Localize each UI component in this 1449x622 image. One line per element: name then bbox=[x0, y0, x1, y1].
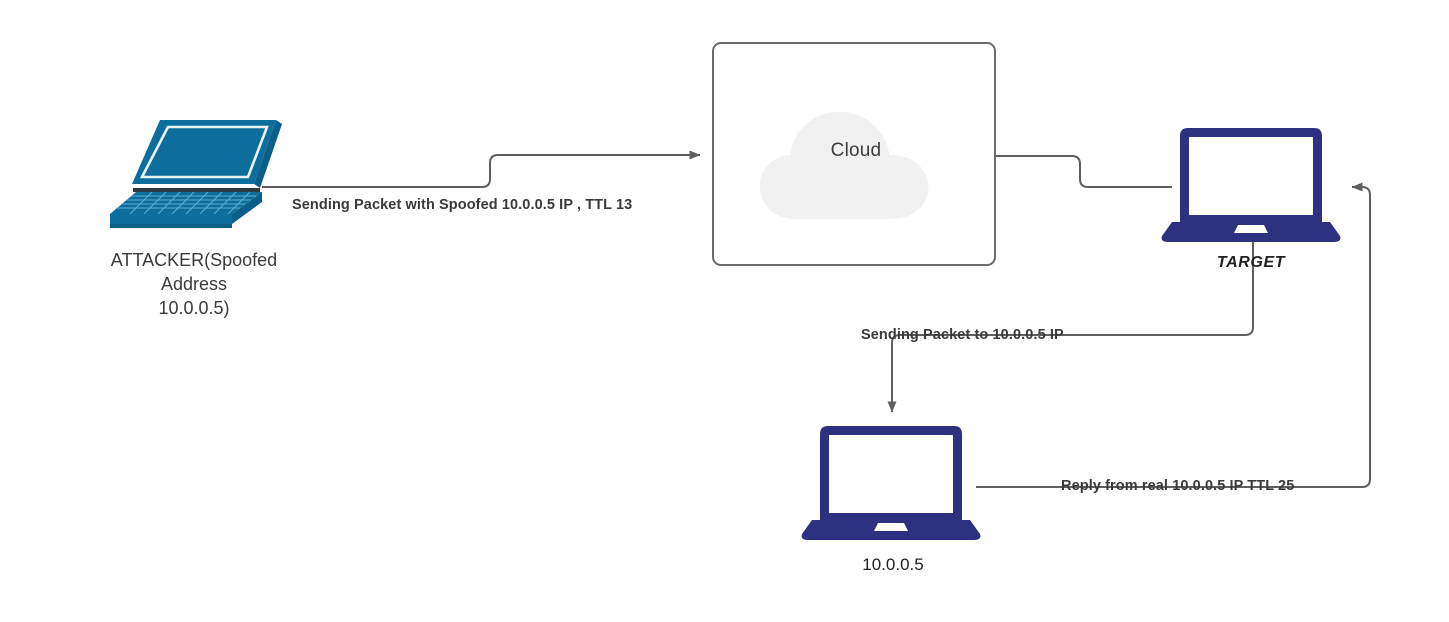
edge-label-target-to-victim: Sending Packet to 10.0.0.5 IP bbox=[861, 327, 1064, 343]
edge-label-attacker-to-cloud: Sending Packet with Spoofed 10.0.0.5 IP … bbox=[292, 197, 633, 213]
cloud-container[interactable]: Cloud bbox=[712, 42, 996, 266]
cloud-icon bbox=[759, 111, 929, 219]
target-caption: TARGET bbox=[1216, 254, 1286, 271]
node-attacker[interactable] bbox=[104, 118, 284, 230]
edge-victim-to-target bbox=[976, 182, 1371, 488]
attacker-caption-line-1: ATTACKER(Spoofed bbox=[110, 250, 278, 270]
attacker-caption-line-2: Address bbox=[160, 274, 228, 294]
edge-cloud-to-target bbox=[996, 155, 1172, 188]
isometric-laptop-icon bbox=[110, 120, 282, 228]
edge-attacker-to-cloud bbox=[262, 150, 701, 188]
victim-caption: 10.0.0.5 bbox=[862, 555, 924, 574]
edge-target-to-victim bbox=[887, 240, 1254, 413]
cloud-label: Cloud bbox=[830, 140, 882, 161]
attacker-caption-line-3: 10.0.0.5) bbox=[158, 298, 230, 318]
node-target[interactable] bbox=[1158, 126, 1344, 246]
attacker-caption: ATTACKER(Spoofed Address 10.0.0.5) bbox=[60, 248, 328, 320]
edge-label-victim-to-target: Reply from real 10.0.0.5 IP TTL 25 bbox=[1061, 478, 1295, 494]
laptop-icon bbox=[801, 426, 981, 540]
node-victim[interactable] bbox=[798, 424, 984, 544]
laptop-icon bbox=[1161, 128, 1341, 242]
